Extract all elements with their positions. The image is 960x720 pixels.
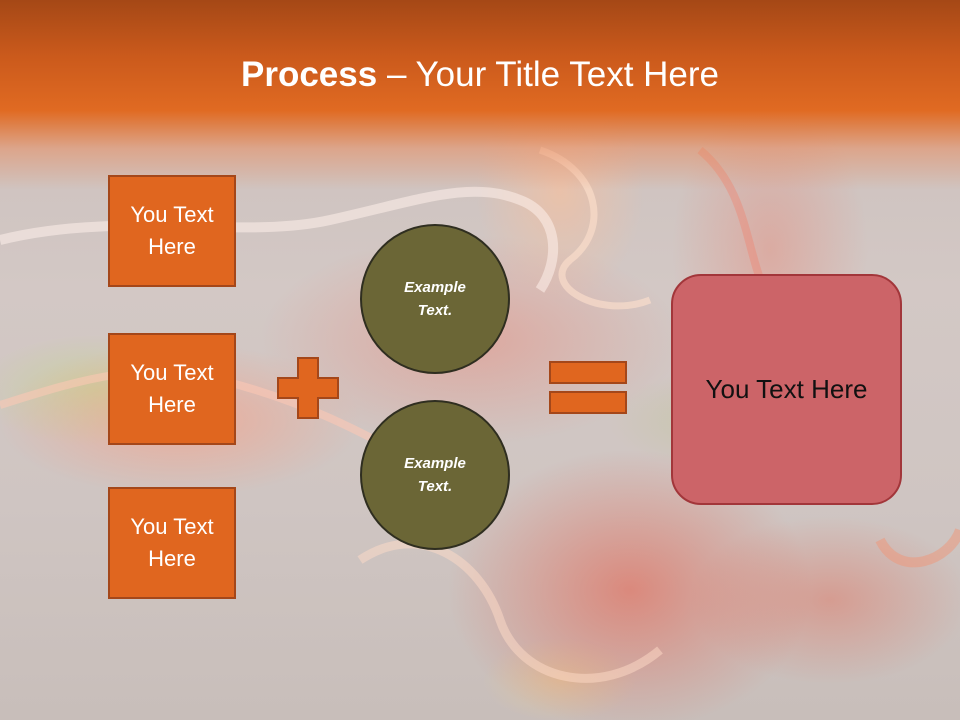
title-rest: – Your Title Text Here	[377, 55, 719, 94]
input-box-label: You Text Here	[130, 202, 214, 259]
plus-icon	[277, 357, 339, 419]
circle-label: Example Text.	[404, 279, 466, 319]
input-box-1: You Text Here	[108, 175, 236, 287]
example-circle-1: Example Text.	[360, 224, 510, 374]
slide-title: Process – Your Title Text Here	[0, 52, 960, 98]
title-bar	[0, 0, 960, 190]
input-box-label: You Text Here	[130, 514, 214, 571]
result-label: You Text Here	[705, 374, 868, 404]
input-box-label: You Text Here	[130, 360, 214, 417]
title-bold: Process	[241, 55, 378, 94]
equals-icon	[549, 361, 627, 414]
example-circle-2: Example Text.	[360, 400, 510, 550]
result-box: You Text Here	[671, 274, 902, 505]
input-box-2: You Text Here	[108, 333, 236, 445]
input-box-3: You Text Here	[108, 487, 236, 599]
circle-label: Example Text.	[404, 455, 466, 495]
